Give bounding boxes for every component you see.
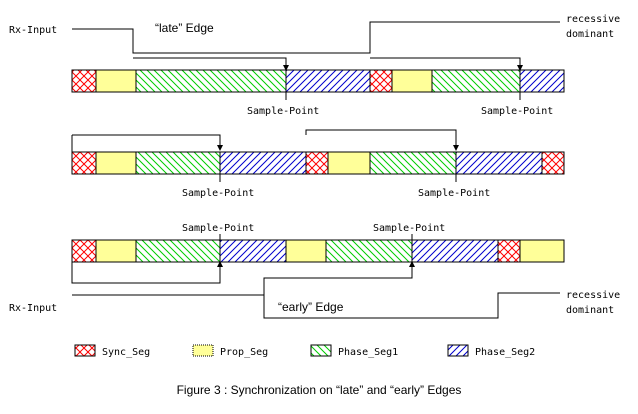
- prop-seg: [95, 239, 137, 263]
- sync-seg: [71, 239, 97, 263]
- figure-caption: Figure 3 : Synchronization on “late” and…: [176, 383, 462, 397]
- legend-label: Sync_Seg: [102, 347, 150, 358]
- phase-seg1: [369, 151, 457, 175]
- legend-swatch-phase2: [447, 344, 469, 357]
- sample-point-label: Sample-Point: [418, 188, 490, 199]
- phase-seg2: [219, 239, 287, 263]
- phase-seg2: [219, 151, 307, 175]
- dominant-top-label: dominant: [566, 29, 614, 40]
- recessive-top-label: recessive: [566, 14, 620, 25]
- late-edge-label: “late” Edge: [155, 21, 214, 35]
- sync-seg: [541, 151, 565, 175]
- bit-timeline-row-3: Sample-Point Sample-Point: [71, 223, 565, 295]
- phase-seg2: [285, 69, 371, 93]
- prop-seg: [95, 151, 137, 175]
- legend-swatch-sync: [74, 344, 96, 357]
- dominant-bottom-label: dominant: [566, 305, 614, 316]
- bit-timeline-row-1: Sample-Point Sample-Point: [71, 57, 565, 117]
- legend-item-sync: Sync_Seg: [74, 344, 150, 358]
- prop-seg: [391, 69, 433, 93]
- rx-input-top-signal: Rx-Input “late” Edge recessive dominant: [9, 14, 620, 54]
- phase-seg1: [135, 151, 221, 175]
- prop-seg: [519, 239, 565, 263]
- prop-seg: [327, 151, 371, 175]
- rx-input-bottom-label: Rx-Input: [9, 303, 57, 314]
- sync-seg: [497, 239, 521, 263]
- phase-seg1: [325, 239, 413, 263]
- rx-input-top-label: Rx-Input: [9, 25, 57, 36]
- phase-seg2: [519, 69, 565, 93]
- legend-swatch-prop: [192, 344, 214, 357]
- sync-seg: [305, 151, 329, 175]
- legend-label: Phase_Seg2: [475, 347, 535, 358]
- sample-point-label: Sample-Point: [247, 106, 319, 117]
- rx-input-bottom-signal: Rx-Input “early” Edge recessive dominant: [9, 290, 620, 319]
- early-edge-label: “early” Edge: [278, 300, 344, 314]
- legend: Sync_Seg Prop_Seg Phase_Seg1 Phase_Seg2: [74, 344, 535, 358]
- sample-point-label: Sample-Point: [373, 223, 445, 234]
- sample-point-label: Sample-Point: [481, 106, 553, 117]
- phase-seg2: [455, 151, 543, 175]
- legend-swatch-phase1: [310, 344, 332, 357]
- prop-seg: [95, 69, 137, 93]
- sync-seg: [369, 69, 393, 93]
- sync-seg: [71, 151, 97, 175]
- phase-seg1: [135, 239, 221, 263]
- legend-item-phase1: Phase_Seg1: [310, 344, 398, 358]
- prop-seg: [285, 239, 327, 263]
- phase-seg1: [135, 69, 287, 93]
- sample-point-label: Sample-Point: [182, 223, 254, 234]
- recessive-bottom-label: recessive: [566, 290, 620, 301]
- bit-timeline-row-2: Sample-Point Sample-Point: [71, 129, 565, 199]
- sample-point-label: Sample-Point: [182, 188, 254, 199]
- phase-seg1: [431, 69, 521, 93]
- legend-item-prop: Prop_Seg: [192, 344, 268, 358]
- legend-label: Prop_Seg: [220, 347, 268, 358]
- legend-label: Phase_Seg1: [338, 347, 398, 358]
- sync-seg: [71, 69, 97, 93]
- legend-item-phase2: Phase_Seg2: [447, 344, 535, 358]
- phase-seg2: [411, 239, 499, 263]
